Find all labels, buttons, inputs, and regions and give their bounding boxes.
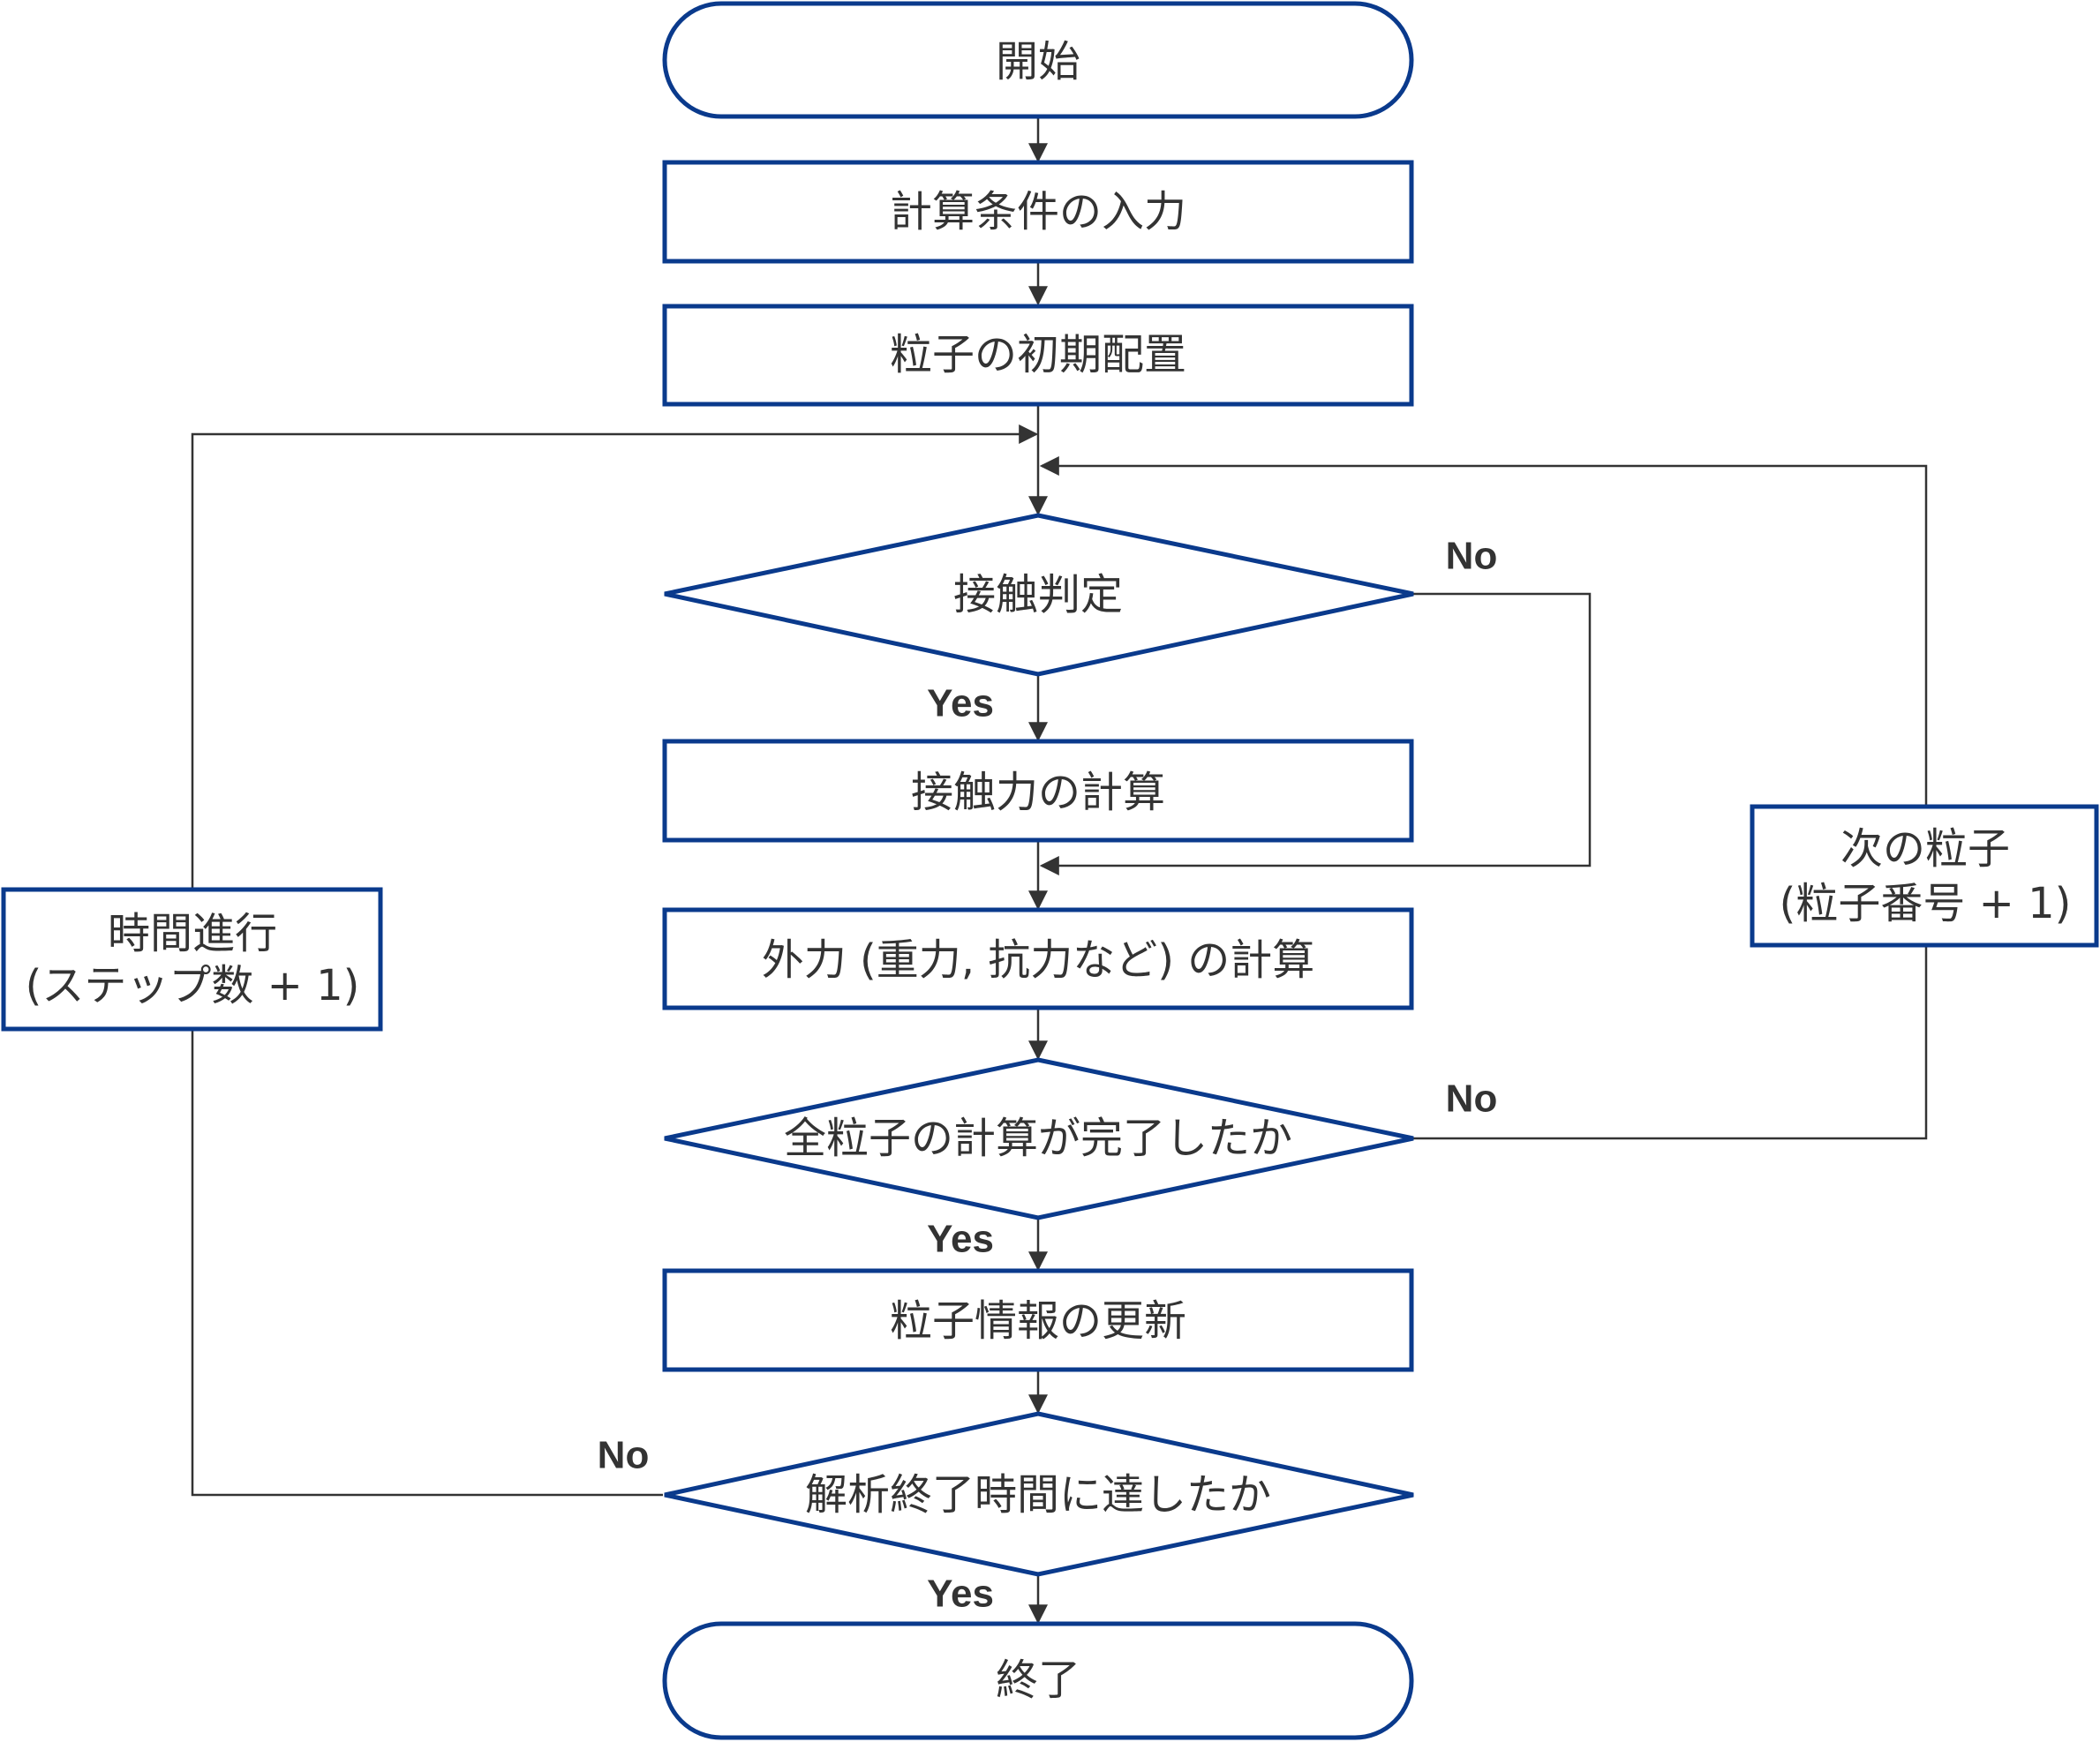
end-terminal-shape [662, 1621, 1414, 1740]
time-advance-label-line1: 時間進行 [108, 909, 277, 958]
contact-no-label: No [1446, 535, 1498, 578]
contact-check-decision: 接触判定 [664, 513, 1414, 677]
update-label: 粒子情報の更新 [890, 1296, 1186, 1346]
all-done-no-label: No [1446, 1077, 1498, 1121]
arrow-time-advance-loop [191, 424, 1039, 890]
time-advance-process-shape [1, 887, 383, 1032]
next-particle-label-line2: (粒子番号 + 1) [1780, 879, 2072, 928]
contact-force-process-shape [662, 739, 1414, 843]
all-done-decision-shape [664, 1057, 1414, 1220]
contact-force-process: 接触力の計算 [662, 739, 1414, 843]
all-done-decision: 全粒子の計算が完了したか [664, 1057, 1414, 1220]
external-force-process: 外力 (重力, 抗力など) の計算 [662, 907, 1414, 1010]
next-particle-process: 次の粒子 (粒子番号 + 1) [1750, 804, 2099, 948]
input-label: 計算条件の入力 [890, 187, 1186, 237]
arrow-next-particle-loop [1039, 456, 1928, 805]
update-process-shape [662, 1268, 1414, 1372]
next-particle-label-line1: 次の粒子 [1840, 824, 2010, 874]
arrow-contact-no-bypass [1039, 592, 1592, 875]
time-end-label: 解析終了時間に達したか [805, 1470, 1271, 1520]
arrow-time-end-no-loop [191, 1029, 663, 1497]
contact-force-label: 接触力の計算 [911, 768, 1165, 817]
start-terminal: 開始 [662, 1, 1414, 119]
init-process: 粒子の初期配置 [662, 304, 1414, 407]
arrow-all-done-no-loop [1413, 947, 1928, 1140]
all-done-yes-label: Yes [927, 1218, 994, 1261]
input-process-shape [662, 160, 1414, 264]
end-terminal: 終了 [662, 1621, 1414, 1740]
contact-check-label: 接触判定 [953, 570, 1123, 619]
time-end-no-label: No [598, 1434, 650, 1477]
end-label: 終了 [996, 1656, 1080, 1705]
start-label: 開始 [996, 37, 1080, 86]
all-done-label: 全粒子の計算が完了したか [784, 1114, 1292, 1163]
init-process-shape [662, 304, 1414, 407]
connectors [191, 117, 1928, 1625]
contact-check-decision-shape [664, 513, 1414, 677]
start-terminal-shape [662, 1, 1414, 119]
time-advance-process: 時間進行 (ステップ数 + 1) [1, 887, 383, 1032]
external-force-label: 外力 (重力, 抗力など) の計算 [762, 935, 1315, 985]
time-end-decision: 解析終了時間に達したか [664, 1411, 1414, 1577]
external-force-process-shape [662, 907, 1414, 1010]
time-advance-label-line2: (ステップ数 + 1) [26, 961, 360, 1010]
init-label: 粒子の初期配置 [890, 330, 1186, 379]
time-end-yes-label: Yes [927, 1573, 994, 1616]
time-end-decision-shape [664, 1411, 1414, 1577]
update-process: 粒子情報の更新 [662, 1268, 1414, 1372]
next-particle-process-shape [1750, 804, 2099, 948]
contact-yes-label: Yes [927, 682, 994, 725]
input-process: 計算条件の入力 [662, 160, 1414, 264]
edge-labels: No Yes No Yes No Yes [598, 535, 1498, 1616]
